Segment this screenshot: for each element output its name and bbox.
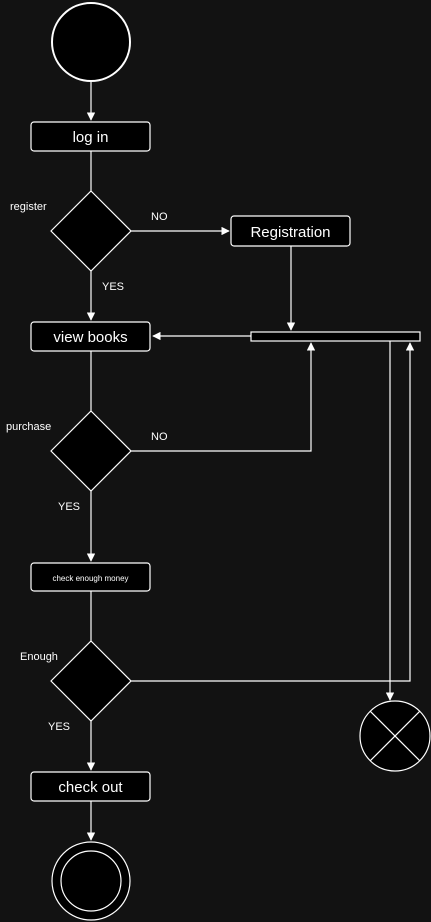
- enough-decision: [50, 640, 132, 722]
- purchase-no-label: NO: [151, 431, 168, 443]
- view-books-node: view books: [30, 321, 151, 352]
- checkout-label: check out: [58, 779, 123, 796]
- edge-purchase-no: [131, 342, 316, 452]
- end-node: [51, 841, 131, 921]
- enough-label: Enough: [20, 651, 58, 663]
- register-label: register: [10, 201, 47, 213]
- check-money-label: check enough money: [52, 574, 128, 583]
- edge-enough-no: [131, 342, 415, 682]
- check-money-node: check enough money: [30, 562, 151, 592]
- login-node: log in: [30, 121, 151, 152]
- purchase-yes-label: YES: [58, 501, 80, 513]
- merge-bar: [250, 331, 421, 342]
- purchase-label: purchase: [6, 421, 51, 433]
- start-node: [51, 2, 131, 82]
- registration-node: Registration: [230, 215, 351, 247]
- purchase-decision: [50, 410, 132, 492]
- register-no-label: NO: [151, 211, 168, 223]
- register-decision: [50, 190, 132, 272]
- checkout-node: check out: [30, 771, 151, 802]
- enough-yes-label: YES: [48, 721, 70, 733]
- registration-label: Registration: [250, 224, 330, 241]
- view-books-label: view books: [53, 329, 127, 346]
- register-yes-label: YES: [102, 281, 124, 293]
- flow-final-node: [359, 700, 431, 772]
- login-label: log in: [73, 129, 109, 146]
